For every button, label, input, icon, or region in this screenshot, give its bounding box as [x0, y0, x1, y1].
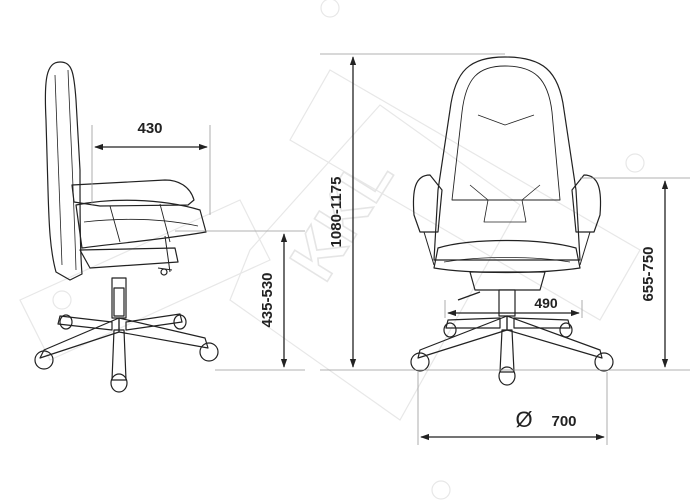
front-right-armrest — [571, 174, 602, 233]
chair-side-view — [34, 61, 219, 393]
side-seat — [75, 199, 207, 249]
side-armrest — [71, 179, 195, 207]
front-left-armrest — [412, 174, 443, 233]
armrest-height-label: 655-750 — [640, 246, 657, 301]
side-dimensions: 430 435-530 — [91, 120, 305, 371]
front-base — [410, 315, 614, 386]
chair-front-view — [410, 56, 614, 386]
seat-depth-label: 430 — [137, 120, 162, 137]
front-seat — [433, 239, 581, 274]
front-gas-lift — [498, 289, 516, 317]
front-dimensions: 1080-1175 655-750 490 Ø 700 — [320, 53, 690, 445]
seat-height-label: 435-530 — [259, 272, 276, 327]
total-height-label: 1080-1175 — [328, 177, 345, 248]
base-diameter-label: 700 — [551, 413, 576, 430]
side-base — [34, 313, 219, 393]
front-backrest — [433, 56, 581, 261]
side-backrest — [44, 61, 83, 281]
seat-width-label: 490 — [534, 295, 558, 311]
diameter-symbol: Ø — [515, 407, 532, 432]
